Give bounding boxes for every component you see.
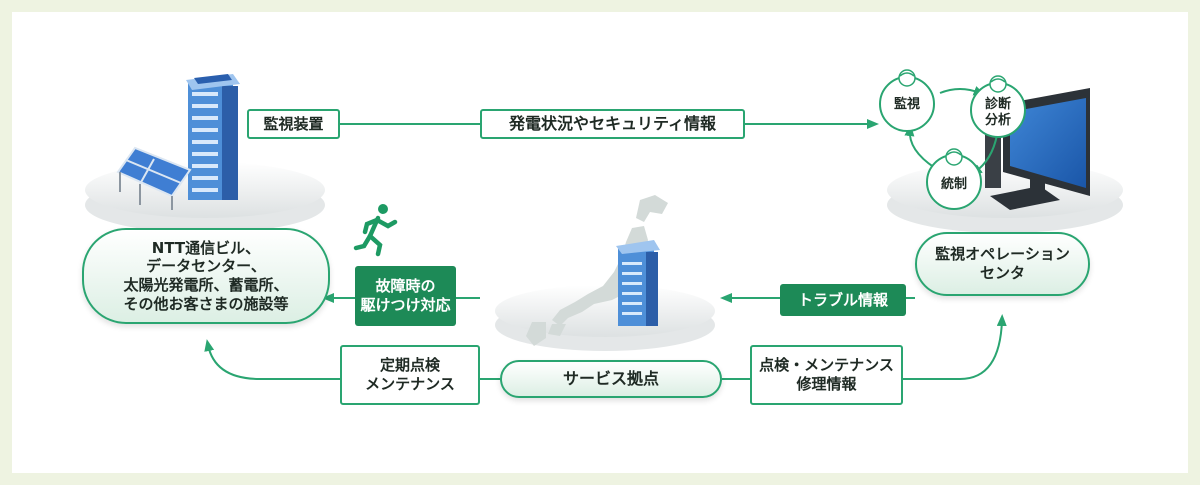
running-person-icon	[353, 204, 398, 257]
platform-center	[495, 285, 715, 351]
trouble-info-label: トラブル情報	[780, 284, 906, 316]
operation-center-node: 監視オペレーション センタ	[915, 232, 1090, 296]
cycle-circle-control	[926, 148, 982, 210]
cycle-diagnose-label: 診断 分析	[984, 96, 1011, 128]
cycle-circle-monitor	[879, 69, 935, 132]
repair-arrow	[903, 314, 1007, 380]
periodic-maintenance-label: 定期点検 メンテナンス	[340, 345, 480, 405]
dispatch-label: 故障時の 駆けつけ対応	[355, 266, 456, 326]
monitoring-device-label: 監視装置	[247, 109, 340, 139]
cycle-control-label: 統制	[940, 176, 967, 192]
solar-building-icon	[116, 74, 240, 210]
periodic-arrow	[204, 339, 340, 380]
cycle-monitor-label: 監視	[893, 96, 920, 112]
repair-info-label: 点検・メンテナンス 修理情報	[750, 345, 903, 405]
service-building-icon	[616, 240, 660, 326]
facilities-node: NTT通信ビル、 データセンター、 太陽光発電所、蓄電所、 その他お客さまの施設…	[82, 228, 330, 324]
cycle-circle-diagnose	[970, 75, 1026, 138]
info-flow-label: 発電状況やセキュリティ情報	[480, 109, 745, 139]
service-base-node: サービス拠点	[500, 360, 722, 398]
